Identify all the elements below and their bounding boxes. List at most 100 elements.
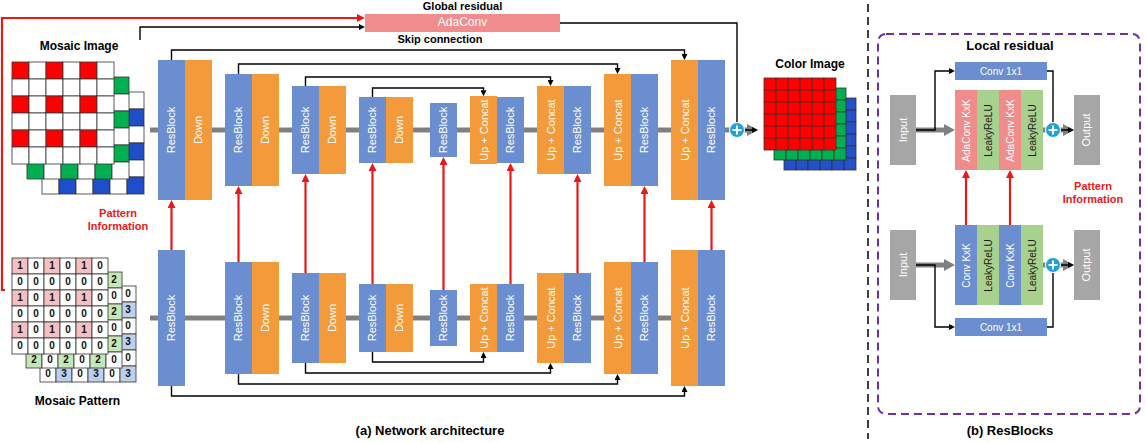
activation-layer: LeakyReLU xyxy=(977,225,999,305)
grid-cell xyxy=(46,62,63,79)
flow-arrow xyxy=(150,128,158,133)
grid-cell xyxy=(12,258,28,274)
pattern-value: 0 xyxy=(28,258,44,274)
grid-cell xyxy=(60,258,76,274)
pattern-value: 1 xyxy=(44,290,60,306)
pattern-value: 1 xyxy=(44,258,60,274)
pattern-value: 0 xyxy=(60,258,76,274)
grid-cell xyxy=(106,288,122,304)
grid-cell xyxy=(12,130,29,147)
block-label: Output xyxy=(1081,113,1093,146)
flow-arrow xyxy=(658,128,671,133)
grid-cell xyxy=(80,96,97,113)
sampling-block: Down xyxy=(185,60,212,200)
pattern-value: 0 xyxy=(76,338,92,354)
grid-cell xyxy=(764,90,776,102)
block-label: ResBlock xyxy=(366,107,378,153)
grid-cell xyxy=(76,290,92,306)
block-label: Up + Concat xyxy=(477,99,489,160)
grid-cell xyxy=(788,78,800,90)
grid-cell xyxy=(112,162,129,179)
pattern-value: 1 xyxy=(12,322,28,338)
grid-cell xyxy=(110,177,127,194)
grid-cell xyxy=(812,138,824,150)
resblock: ResBlock xyxy=(225,74,252,186)
grid-cell xyxy=(76,338,92,354)
pattern-value: 1 xyxy=(76,258,92,274)
grid-cell xyxy=(812,102,824,114)
adder-symbol xyxy=(730,123,745,138)
block-label: Down xyxy=(326,116,338,144)
pattern-value: 0 xyxy=(106,352,122,368)
resblock: ResBlock xyxy=(359,284,386,352)
flow-arrow xyxy=(524,316,537,321)
block-label: ResBlock xyxy=(232,295,244,341)
grid-cell xyxy=(12,96,29,113)
grid-cell xyxy=(788,138,800,150)
grid-cell xyxy=(788,90,800,102)
resblock: ResBlock xyxy=(359,97,386,163)
grid-cell xyxy=(44,258,60,274)
resblock: ResBlock xyxy=(430,103,457,157)
adder-symbol xyxy=(1046,123,1061,138)
pattern-value: 0 xyxy=(120,318,136,334)
grid-cell xyxy=(788,102,800,114)
pattern-value: 2 xyxy=(58,352,74,368)
sampling-block: Up + Concat xyxy=(537,273,564,363)
pattern-value: 0 xyxy=(120,286,136,302)
sampling-block: Down xyxy=(319,86,346,174)
activation-layer: LeakyReLU xyxy=(1021,225,1043,305)
adder-symbol xyxy=(1046,258,1061,273)
block-label: Down xyxy=(326,304,338,332)
grid-cell xyxy=(112,145,129,162)
adaconv-box: AdaConv xyxy=(365,14,560,32)
pattern-value: 0 xyxy=(120,350,136,366)
block-label: ResBlock xyxy=(638,107,650,153)
sampling-block: Down xyxy=(386,284,413,352)
grid-cell xyxy=(92,306,108,322)
grid-cell xyxy=(824,126,836,138)
grid-cell xyxy=(63,96,80,113)
flow-arrow xyxy=(658,316,671,321)
flow-arrow xyxy=(413,128,430,133)
grid-cell xyxy=(764,102,776,114)
grid-cell xyxy=(12,322,28,338)
grid-cell xyxy=(812,78,824,90)
block-label: LeakyReLU xyxy=(983,104,994,156)
io-box: Output xyxy=(1074,230,1100,300)
color-layer xyxy=(784,98,856,170)
pattern-arrow xyxy=(710,208,712,250)
block-label: AdaConv KxK xyxy=(1005,99,1016,161)
pattern-value: 0 xyxy=(40,366,56,382)
grid-cell xyxy=(127,92,144,109)
grid-cell xyxy=(76,258,92,274)
grid-cell xyxy=(800,138,812,150)
pattern-value: 2 xyxy=(26,352,42,368)
grid-cell xyxy=(63,79,80,96)
block-label: AdaConv xyxy=(438,16,487,29)
pattern-value: 0 xyxy=(92,338,108,354)
grid-cell xyxy=(76,177,93,194)
grid-cell xyxy=(29,130,46,147)
pattern-value: 3 xyxy=(88,366,104,382)
grid-cell xyxy=(97,96,114,113)
flow-arrow xyxy=(524,128,537,133)
grid-cell xyxy=(46,147,63,164)
skip-arrow xyxy=(1047,265,1068,327)
mosaic-layer xyxy=(42,92,144,194)
skip-arrow xyxy=(373,88,484,97)
grid-cell xyxy=(28,322,44,338)
pattern-value: 0 xyxy=(92,306,108,322)
skip-arrow xyxy=(239,374,618,384)
caption-label: Global residual xyxy=(365,0,560,13)
pattern-value: 0 xyxy=(44,274,60,290)
resblock: ResBlock xyxy=(292,86,319,174)
sampling-block: Up + Concat xyxy=(604,262,631,374)
block-label: ResBlock xyxy=(165,295,177,341)
pattern-value: 2 xyxy=(106,336,122,352)
flow-arrow xyxy=(279,128,292,133)
pattern-value: 2 xyxy=(90,352,106,368)
grid-cell xyxy=(120,318,136,334)
grid-cell xyxy=(97,62,114,79)
grid-cell xyxy=(97,79,114,96)
